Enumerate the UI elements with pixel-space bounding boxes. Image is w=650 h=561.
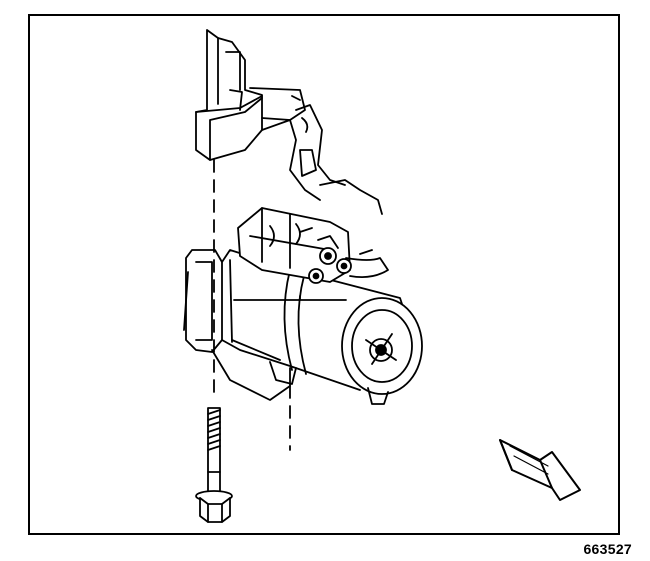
mounting-bolt xyxy=(195,407,233,523)
alignment-lines xyxy=(213,159,291,451)
starter-solenoid xyxy=(237,207,389,284)
figure-id-label: 663527 xyxy=(583,541,632,557)
illustration-frame xyxy=(28,14,620,535)
engine-block xyxy=(195,29,383,215)
front-direction-arrow xyxy=(499,439,581,501)
